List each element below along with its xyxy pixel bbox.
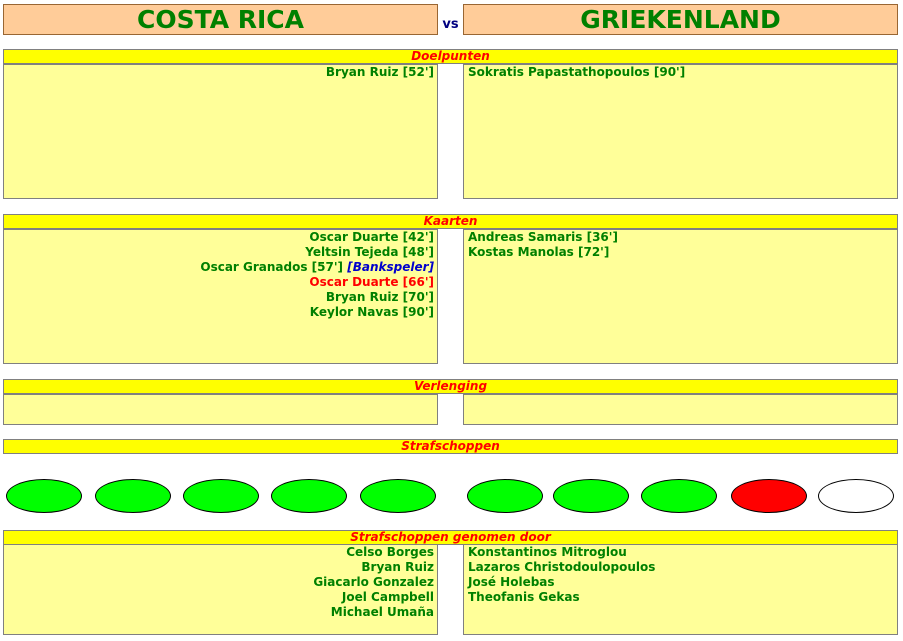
yellow-card-entry: Andreas Samaris [36'] (468, 230, 897, 245)
card-player: Oscar Duarte [66'] (309, 275, 434, 289)
goal-entry: Bryan Ruiz [52'] (325, 65, 434, 79)
yellow-card-entry: Yeltsin Tejeda [48'] (4, 245, 434, 260)
away-penalty-scored-marker (553, 479, 629, 513)
yellow-card-entry: Oscar Granados [57'] [Bankspeler] (4, 260, 434, 275)
home-cards-list: Oscar Duarte [42']Yeltsin Tejeda [48']Os… (4, 230, 434, 320)
penalty-taker-entry: José Holebas (468, 575, 555, 589)
away-penalty-not_taken-marker (818, 479, 894, 513)
away-goals-list: Sokratis Papastathopoulos [90'] (468, 65, 897, 80)
penalty-taker-entry: Konstantinos Mitroglou (468, 545, 627, 559)
card-player: Oscar Granados [57'] (200, 260, 344, 274)
home-penalty-scored-marker (183, 479, 259, 513)
away-cards-box: Andreas Samaris [36']Kostas Manolas [72'… (463, 229, 898, 364)
away-extra-time-box (463, 394, 898, 425)
away-goals-box: Sokratis Papastathopoulos [90'] (463, 64, 898, 199)
vs-label: vs (442, 17, 459, 32)
red-card-entry: Oscar Duarte [66'] (4, 275, 434, 290)
home-cards-box: Oscar Duarte [42']Yeltsin Tejeda [48']Os… (3, 229, 438, 364)
away-penalty-scored-marker (467, 479, 543, 513)
penalty-taker-entry: Theofanis Gekas (468, 590, 580, 604)
away-cards-list: Andreas Samaris [36']Kostas Manolas [72'… (468, 230, 897, 260)
home-penalty-scored-marker (95, 479, 171, 513)
home-goals-box: Bryan Ruiz [52'] (3, 64, 438, 199)
card-player: Oscar Duarte [42'] (309, 230, 434, 244)
penalty-taker-entry: Lazaros Christodoulopoulos (468, 560, 656, 574)
away-penalty-missed-marker (731, 479, 807, 513)
away-team-name: GRIEKENLAND (463, 4, 898, 35)
card-player: Keylor Navas [90'] (309, 305, 434, 319)
card-player: Andreas Samaris [36'] (468, 230, 618, 244)
yellow-card-entry: Kostas Manolas [72'] (468, 245, 897, 260)
penalty-taker-entry: Michael Umaña (330, 605, 434, 619)
goal-entry: Sokratis Papastathopoulos [90'] (468, 65, 686, 79)
extra-time-section-title: Verlenging (3, 379, 898, 394)
card-player: Bryan Ruiz [70'] (325, 290, 434, 304)
yellow-card-entry: Oscar Duarte [42'] (4, 230, 434, 245)
bench-player-note: [Bankspeler] (347, 260, 434, 274)
card-player: Yeltsin Tejeda [48'] (305, 245, 434, 259)
penalty-taker-entry: Celso Borges (346, 545, 434, 559)
home-penalty-scored-marker (271, 479, 347, 513)
yellow-card-entry: Keylor Navas [90'] (4, 305, 434, 320)
penalties-section-title: Strafschoppen (3, 439, 898, 454)
card-player: Kostas Manolas [72'] (468, 245, 610, 259)
home-penalty-scored-marker (360, 479, 436, 513)
home-team-name: COSTA RICA (3, 4, 438, 35)
away-penalty-scored-marker (641, 479, 717, 513)
cards-section-title: Kaarten (3, 214, 898, 229)
home-goals-list: Bryan Ruiz [52'] (4, 65, 434, 80)
goals-section-title: Doelpunten (3, 49, 898, 64)
penalty-takers-section-title: Strafschoppen genomen door (3, 530, 898, 545)
penalty-taker-entry: Joel Campbell (341, 590, 434, 604)
yellow-card-entry: Bryan Ruiz [70'] (4, 290, 434, 305)
home-penalty-scored-marker (6, 479, 82, 513)
home-extra-time-box (3, 394, 438, 425)
penalty-taker-entry: Giacarlo Gonzalez (313, 575, 434, 589)
penalty-taker-entry: Bryan Ruiz (361, 560, 434, 574)
